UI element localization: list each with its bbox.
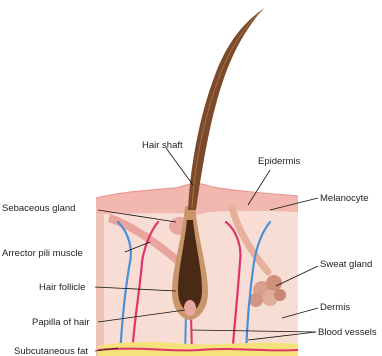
label-arrector-pili-muscle: Arrector pili muscle xyxy=(2,248,83,259)
label-subcutaneous-fat: Subcutaneous fat xyxy=(14,346,88,356)
label-hair-follicle: Hair follicle xyxy=(39,282,85,293)
label-dermis: Dermis xyxy=(320,302,350,313)
label-blood-vessels: Blood vessels xyxy=(318,327,377,338)
hair-shaft xyxy=(188,8,264,210)
label-sweat-gland: Sweat gland xyxy=(320,259,372,270)
label-melanocyte: Melanocyte xyxy=(320,193,369,204)
papilla-of-hair xyxy=(184,300,196,316)
label-hair-shaft: Hair shaft xyxy=(142,140,183,151)
dermis-side xyxy=(96,200,104,356)
label-sebaceous-gland: Sebaceous gland xyxy=(2,203,75,214)
hair-shaft-highlight xyxy=(192,10,262,208)
label-epidermis: Epidermis xyxy=(258,156,300,167)
label-papilla-of-hair: Papilla of hair xyxy=(32,317,90,328)
